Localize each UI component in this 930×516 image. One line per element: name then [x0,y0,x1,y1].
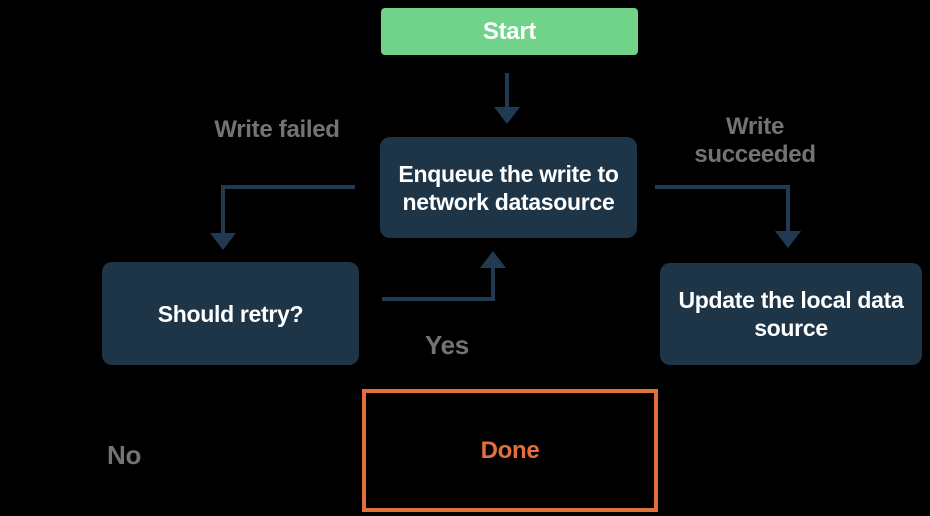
update-local-node: Update the local data source [660,263,922,365]
should-retry-node-label: Should retry? [157,300,304,327]
edge-label-yes: Yes [425,330,469,360]
start-node: Start [381,8,638,55]
start-node-label: Start [482,17,537,45]
update-local-node-label: Update the local data source [678,287,904,341]
done-node: Done [362,389,658,512]
arrowhead-down-icon [494,107,520,124]
connector-enqueue-to-retry-horizontal [223,185,355,189]
connector-start-to-enqueue [505,73,509,107]
done-node-label: Done [480,436,540,464]
should-retry-node: Should retry? [102,262,359,365]
connector-enqueue-to-retry-vertical [221,185,225,235]
arrowhead-up-icon [480,251,506,268]
connector-enqueue-to-update-vertical [786,185,790,232]
enqueue-write-node: Enqueue the write to network datasource [380,137,637,238]
arrowhead-down-icon [210,233,236,250]
enqueue-write-node-label: Enqueue the write to network datasource [398,160,619,215]
arrowhead-down-icon [775,231,801,248]
edge-label-write-failed: Write failed [214,116,340,143]
edge-label-no: No [106,440,142,470]
connector-retry-to-enqueue-vertical [491,268,495,301]
connector-enqueue-to-update-horizontal [655,185,790,189]
edge-label-write-succeeded: Write succeeded [694,113,816,168]
connector-retry-to-enqueue-horizontal [382,297,495,301]
